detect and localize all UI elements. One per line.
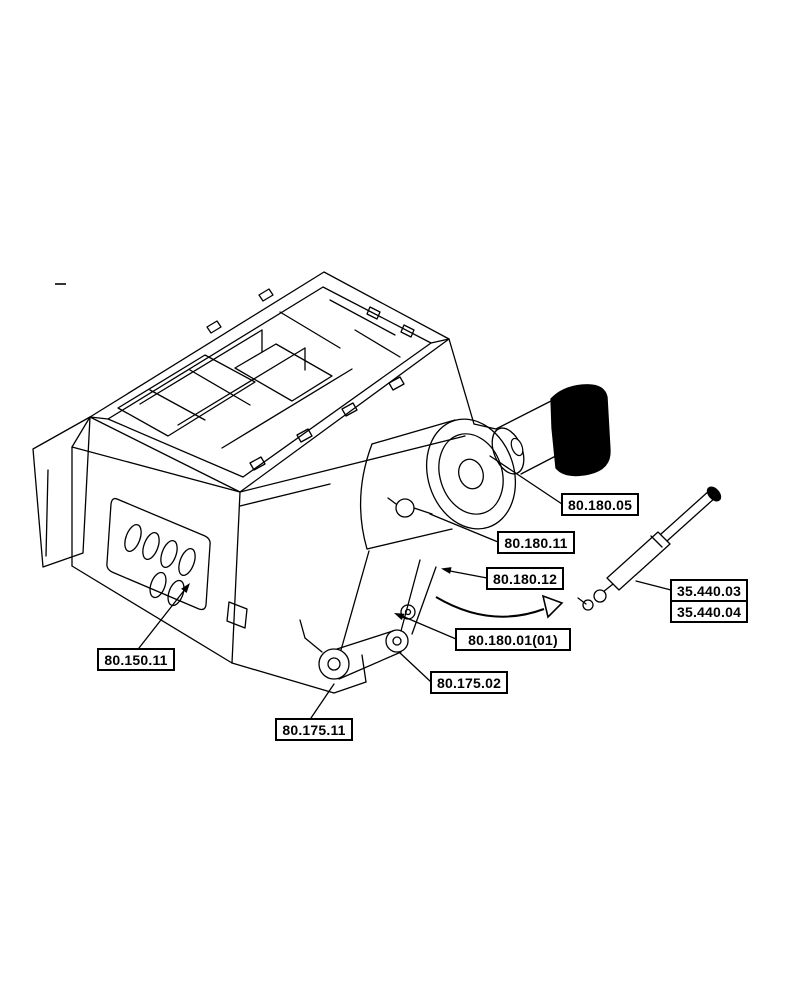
part-label-80-180-01-01: 80.180.01(01) (455, 628, 571, 651)
cylinder-hole (510, 437, 524, 457)
part-label-80-150-11: 80.150.11 (97, 648, 175, 671)
machine-body (32, 271, 576, 694)
part-label-80-180-05: 80.180.05 (561, 493, 640, 516)
part-label-80-180-11: 80.180.11 (497, 531, 575, 554)
hydraulic-cylinder (577, 486, 722, 611)
part-label-80-175-02: 80.175.02 (430, 671, 509, 694)
part-label-35-440-04: 35.440.04 (670, 600, 749, 623)
leader-arrowheads (181, 567, 452, 621)
part-label-80-180-12: 80.180.12 (486, 567, 565, 590)
spout-shaded-part (550, 384, 611, 477)
part-label-35-440-03: 35.440.03 (670, 579, 749, 602)
part-label-80-175-11: 80.175.11 (275, 718, 353, 741)
curved-direction-arrow-icon (435, 594, 564, 619)
leader-lines (138, 455, 672, 719)
